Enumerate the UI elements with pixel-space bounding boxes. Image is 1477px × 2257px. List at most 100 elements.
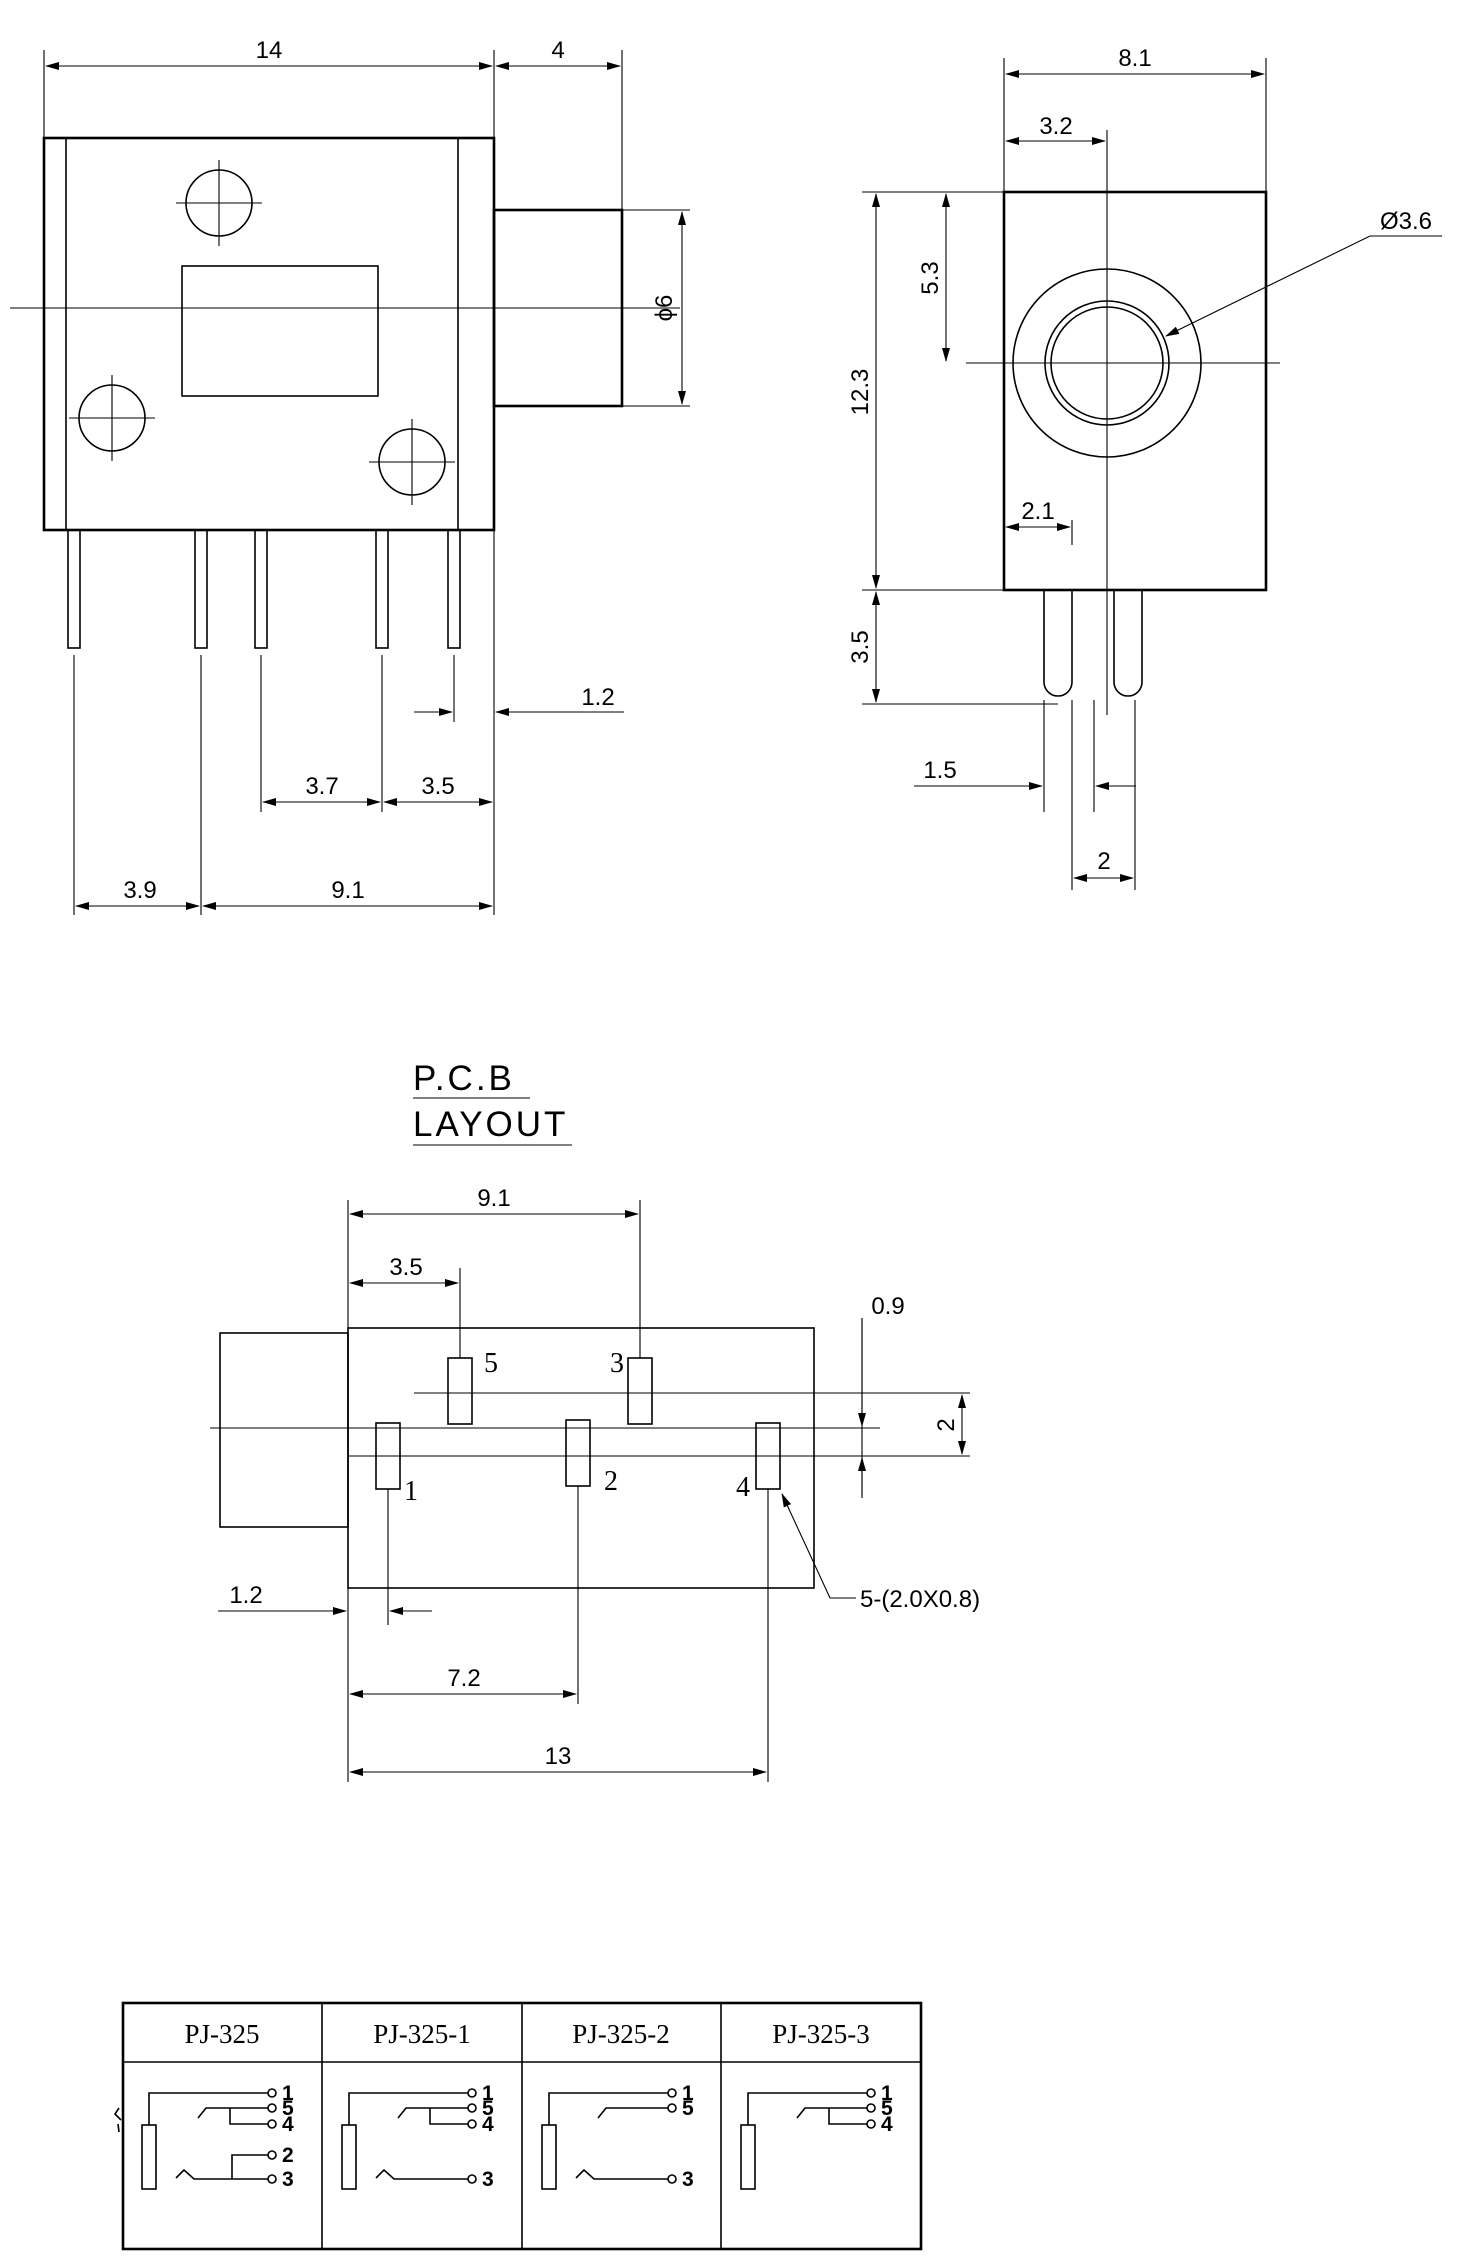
- pcb-dim-0-9-label: 0.9: [871, 1293, 904, 1320]
- terminal-number: 1: [881, 2082, 893, 2105]
- terminal-number: 4: [482, 2113, 494, 2136]
- front-body-outline: [42, 136, 496, 532]
- pcb-dim-7-2: 7.2: [349, 1665, 577, 1698]
- terminal-dot: [467, 2088, 477, 2098]
- schematic-normal-line: [229, 2108, 268, 2125]
- pcb-title-line1: P.C.B: [413, 1059, 515, 1098]
- side-view: 8.1 3.2 Ø3.6 5.3 12.3 2.1 3.5 1.: [847, 45, 1442, 890]
- terminal-dot: [267, 2150, 277, 2160]
- terminal-number: 5: [881, 2097, 893, 2120]
- table-header-pj-325-3: PJ-325-3: [772, 2019, 870, 2049]
- side-dim-3-2-label: 3.2: [1039, 113, 1072, 140]
- side-dim-8-1: 8.1: [1005, 45, 1265, 78]
- side-dim-12-3: 12.3: [847, 193, 880, 589]
- terminal-number: 5: [282, 2097, 294, 2120]
- schematic-ring-line: [575, 2168, 668, 2180]
- terminal-dot: [267, 2174, 277, 2184]
- side-dim-2-label: 2: [1097, 848, 1110, 875]
- side-dim-3-5: 3.5: [847, 591, 880, 703]
- schematic-normal-line: [828, 2108, 867, 2125]
- terminal-dot: [667, 2103, 677, 2113]
- schematic-ring-line: [175, 2168, 268, 2180]
- schematic-sleeve-contact: [141, 2124, 157, 2190]
- terminal-dot: [267, 2103, 277, 2113]
- terminal-dot: [866, 2103, 876, 2113]
- schematic-sleeve-contact: [541, 2124, 557, 2190]
- terminal-dot: [267, 2088, 277, 2098]
- schematic-tip-line: [148, 2092, 268, 2125]
- side-dim-2-1: 2.1: [1005, 498, 1071, 531]
- pcb-dim-2-label: 2: [933, 1418, 960, 1431]
- side-dim-2-1-label: 2.1: [1021, 498, 1054, 525]
- schematic-switch-line: [597, 2107, 668, 2119]
- side-extension-lines: [862, 58, 1267, 890]
- pcb-dim-2: 2: [933, 1394, 966, 1455]
- schematic-sleeve-contact: [740, 2124, 756, 2190]
- side-dim-dia3-6-label: Ø3.6: [1380, 208, 1432, 235]
- front-hole-top: [176, 160, 262, 246]
- pcb-dim-0-9: 0.9: [858, 1293, 905, 1495]
- side-dim-3-5-label: 3.5: [847, 630, 874, 663]
- side-dim-3-2: 3.2: [1005, 113, 1106, 145]
- pcb-pin-label-4: 4: [736, 1472, 750, 1503]
- pcb-dim-13-label: 13: [545, 1743, 572, 1770]
- pcb-pad-note: 5-(2.0X0.8): [781, 1493, 980, 1613]
- front-dim-3-7: 3.7: [262, 773, 381, 806]
- schematic-tip-line: [747, 2092, 867, 2125]
- pcb-dim-1-2-label: 1.2: [229, 1582, 262, 1609]
- schematic-tip-line: [348, 2092, 468, 2125]
- front-dim-4: 4: [495, 37, 621, 70]
- pcb-dim-1-2: 1.2: [218, 1582, 432, 1615]
- pcb-layout: P.C.B LAYOUT 1 2 3 4 5: [210, 1059, 980, 1782]
- pcb-dim-7-2-label: 7.2: [447, 1665, 480, 1692]
- front-pins: [67, 529, 461, 649]
- side-dim-8-1-label: 8.1: [1118, 45, 1151, 72]
- front-dim-3-5-label: 3.5: [421, 773, 454, 800]
- terminal-number: 4: [282, 2113, 294, 2136]
- terminal-number: 5: [482, 2097, 494, 2120]
- front-dim-4-label: 4: [551, 37, 564, 64]
- pcb-pin-label-5: 5: [484, 1348, 498, 1379]
- front-dim-phi6: ϕ6: [651, 211, 686, 405]
- side-dim-5-3-label: 5.3: [917, 261, 944, 294]
- schematic-switch-line: [796, 2107, 867, 2119]
- front-dim-14-label: 14: [256, 37, 283, 64]
- schematic-switch-line: [197, 2107, 268, 2119]
- terminal-number: 3: [682, 2168, 694, 2191]
- side-body-outline: [1002, 190, 1268, 592]
- side-dim-1-5: 1.5: [914, 757, 1136, 790]
- table-header-pj-325-2: PJ-325-2: [572, 2019, 670, 2049]
- terminal-dot: [667, 2088, 677, 2098]
- pcb-barrel-outline: [219, 1332, 349, 1528]
- front-dim-3-5: 3.5: [383, 773, 493, 806]
- side-dim-1-5-label: 1.5: [923, 757, 956, 784]
- pcb-pin-label-2: 2: [604, 1466, 618, 1497]
- terminal-number: 1: [482, 2082, 494, 2105]
- terminal-number: 1: [682, 2082, 694, 2105]
- pcb-dim-3-5: 3.5: [349, 1254, 459, 1287]
- front-dim-9-1: 9.1: [202, 877, 493, 910]
- terminal-number: 3: [282, 2168, 294, 2191]
- schematic-table: PJ-325 PJ-325-1 PJ-325-2 PJ-325-3 1 5 4 …: [113, 2001, 923, 2251]
- pcb-pad-3: [627, 1357, 653, 1425]
- table-header-pj-325: PJ-325: [184, 2019, 259, 2049]
- front-dim-phi6-label: ϕ6: [651, 295, 678, 322]
- side-dim-5-3: 5.3: [917, 193, 950, 362]
- front-view: 14 4 ϕ6 1.2 3.7 3.5 3.9 9.1: [10, 37, 690, 915]
- schematic-pj-325-2: 1 5 3: [541, 2082, 694, 2191]
- table-header-pj-325-1: PJ-325-1: [373, 2019, 471, 2049]
- terminal-dot: [467, 2174, 477, 2184]
- side-pin-right: [1113, 590, 1143, 697]
- pcb-dim-9-1: 9.1: [349, 1185, 639, 1218]
- pcb-pad-5: [447, 1357, 473, 1425]
- front-hole-left: [69, 375, 155, 461]
- front-window: [181, 265, 379, 397]
- side-dim-dia3-6: Ø3.6: [1165, 208, 1442, 337]
- pcb-pad-2: [565, 1419, 591, 1487]
- pcb-title-line2: LAYOUT: [413, 1105, 568, 1144]
- front-dim-1-2: 1.2: [414, 684, 624, 716]
- front-dim-14: 14: [45, 37, 493, 70]
- side-pin-left: [1043, 590, 1073, 697]
- front-dim-3-9: 3.9: [75, 877, 200, 910]
